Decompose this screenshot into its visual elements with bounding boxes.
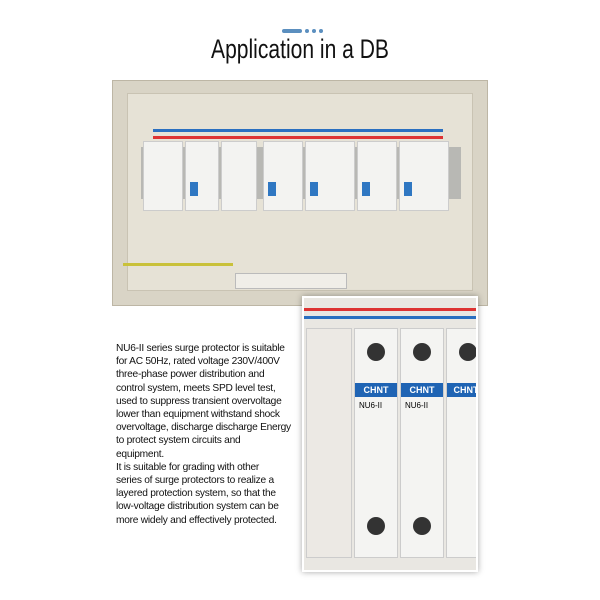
surge-protector-module	[263, 141, 303, 211]
surge-protector-unit: CHNT	[446, 328, 476, 558]
description-line: to protect system circuits and	[116, 435, 241, 447]
breaker-switch	[190, 182, 198, 196]
model-label: NU6-II	[359, 401, 383, 410]
breaker-module	[399, 141, 449, 211]
title-decoration	[282, 29, 323, 33]
distribution-board-photo	[112, 80, 488, 306]
brand-label: CHNT	[401, 383, 443, 397]
surge-protector-unit: CHNT NU6-II	[354, 328, 398, 558]
brand-label: CHNT	[447, 383, 476, 397]
breaker-module	[221, 141, 257, 211]
terminal-bar	[235, 273, 347, 289]
terminal-screw	[367, 343, 385, 361]
deco-dot	[312, 29, 316, 33]
description-line: series of surge protectors to realize a	[116, 475, 274, 487]
description-line: low-voltage distribution system can be	[116, 501, 279, 513]
breaker-switch	[362, 182, 370, 196]
description-line: three-phase power distribution and	[116, 369, 265, 381]
surge-protector-closeup-photo: CHNT NU6-II CHNT NU6-II CHNT	[302, 296, 478, 572]
deco-dot	[319, 29, 323, 33]
page-title: Application in a DB	[211, 34, 389, 64]
blue-wire	[304, 316, 476, 319]
breaker-module	[185, 141, 219, 211]
description-line: It is suitable for grading with other	[116, 461, 260, 473]
terminal-screw	[413, 517, 431, 535]
description-line: used to suppress transient overvoltage	[116, 395, 282, 407]
earth-wire	[123, 263, 233, 266]
terminal-screw	[367, 517, 385, 535]
model-label: NU6-II	[405, 401, 429, 410]
blue-wire	[153, 129, 443, 132]
terminal-screw	[413, 343, 431, 361]
terminal-screw	[459, 343, 476, 361]
breaker-switch	[404, 182, 412, 196]
description-line: for AC 50Hz, rated voltage 230V/400V	[116, 356, 280, 368]
description-line: overvoltage, discharge discharge Energy	[116, 422, 291, 434]
description-line: equipment.	[116, 448, 164, 460]
red-wire	[153, 136, 443, 139]
deco-bar	[282, 29, 302, 33]
surge-protector-unit: CHNT NU6-II	[400, 328, 444, 558]
breaker-switch	[310, 182, 318, 196]
description-text: NU6-II series surge protector is suitabl…	[116, 342, 316, 527]
description-line: NU6-II series surge protector is suitabl…	[116, 343, 285, 354]
energy-meter	[143, 141, 183, 211]
description-line: layered protection system, so that the	[116, 488, 276, 500]
indicator-module	[306, 328, 352, 558]
description-line: lower than equipment withstand shock	[116, 409, 280, 421]
breaker-module	[357, 141, 397, 211]
breaker-switch	[268, 182, 276, 196]
breaker-module	[305, 141, 355, 211]
description-line: control system, meets SPD level test,	[116, 382, 276, 394]
description-line: more widely and effectively protected.	[116, 514, 277, 526]
red-wire	[304, 308, 476, 311]
deco-dot	[305, 29, 309, 33]
brand-label: CHNT	[355, 383, 397, 397]
